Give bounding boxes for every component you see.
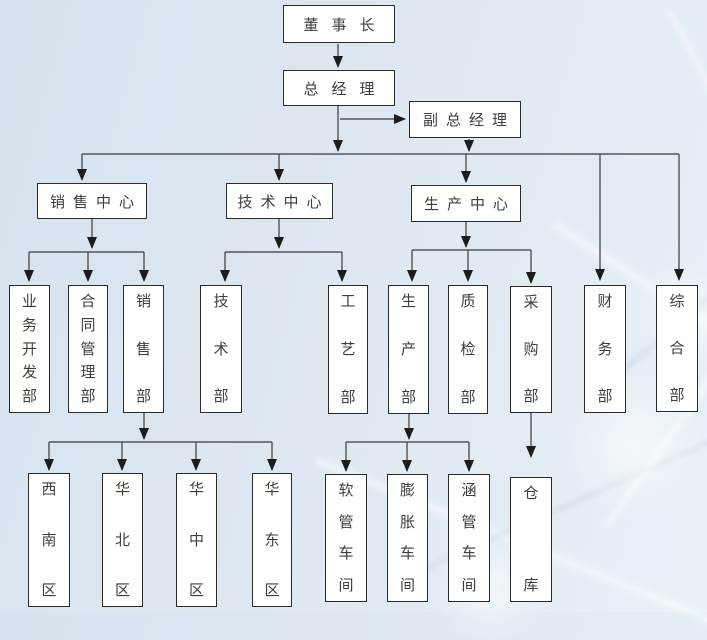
node-expansion-workshop: 膨胀车间 [387,474,428,602]
node-label: 总经理 [303,80,388,98]
node-general-manager: 总经理 [283,70,395,106]
node-biz-dev-dept: 业务开发部 [9,285,50,413]
node-production-dept: 生产部 [388,285,429,414]
node-finance-dept: 财务部 [584,285,626,413]
node-process-dept: 工艺部 [328,285,368,414]
node-central-china-region: 华中区 [176,473,217,607]
node-chairman: 董事长 [283,5,395,43]
node-label: 董事长 [303,16,388,34]
node-north-china-region: 华北区 [102,473,143,607]
node-contract-mgmt-dept: 合同管理部 [68,285,108,413]
node-east-china-region: 华东区 [252,473,292,607]
decor-streak [664,7,707,243]
node-general-affairs-dept: 综合部 [656,285,698,412]
node-sales-dept: 销售部 [123,285,164,413]
node-label: 销售中心 [49,193,142,211]
node-southwest-region: 西南区 [28,473,70,607]
node-purchasing-dept: 采购部 [510,286,552,413]
node-quality-dept: 质检部 [448,285,488,414]
node-label: 技术中心 [237,193,330,211]
node-tech-center: 技术中心 [226,183,333,219]
node-label: 副总经理 [422,112,515,129]
node-tech-dept: 技术部 [200,285,242,413]
node-hose-workshop: 软管车间 [325,474,367,602]
node-culvert-workshop: 涵管车间 [448,474,490,602]
node-deputy-general-manager: 副总经理 [409,101,521,138]
node-warehouse: 仓库 [510,477,552,602]
node-production-center: 生产中心 [411,185,521,222]
node-label: 生产中心 [423,196,516,213]
node-sales-center: 销售中心 [37,183,147,219]
